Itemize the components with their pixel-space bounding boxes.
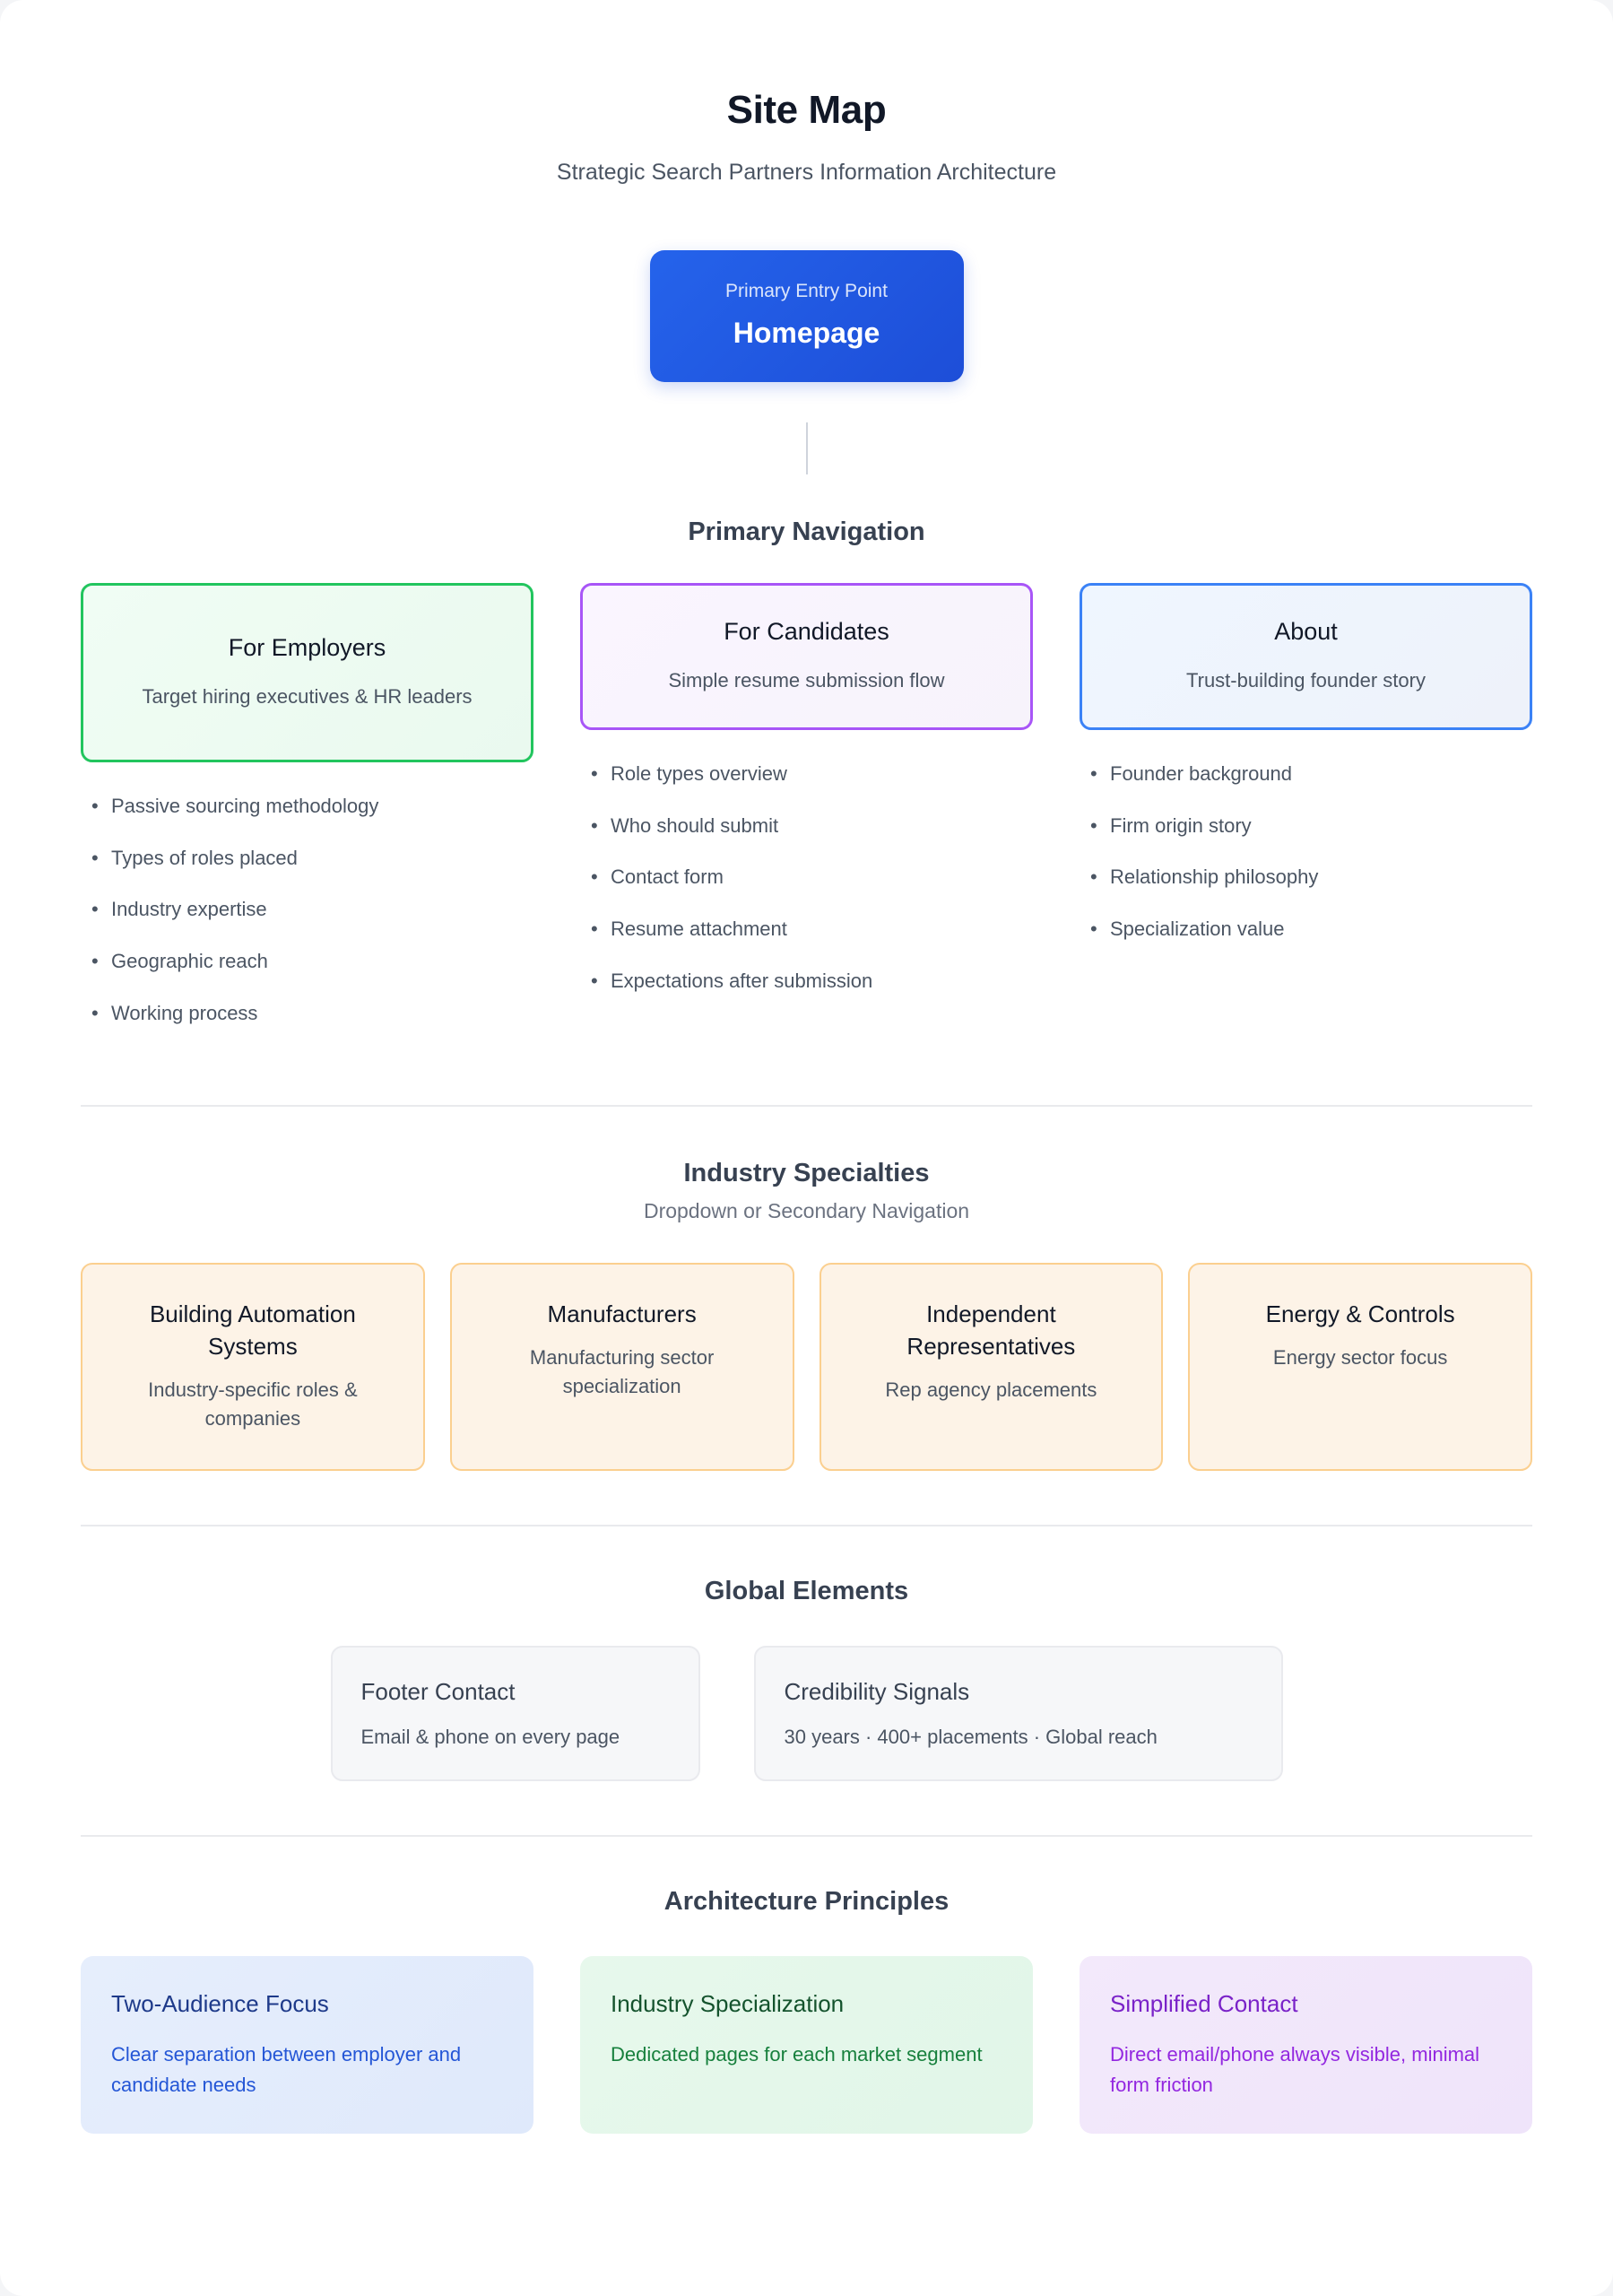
list-item[interactable]: Role types overview [591, 761, 1033, 787]
nav-card-description: Trust-building founder story [1186, 669, 1426, 691]
architecture-principles-grid: Two-Audience Focus Clear separation betw… [81, 1956, 1532, 2135]
nav-card-title: About [1274, 618, 1338, 645]
principle-title: Simplified Contact [1110, 1990, 1298, 2018]
list-item[interactable]: Geographic reach [91, 948, 533, 975]
page-subtitle: Strategic Search Partners Information Ar… [556, 160, 1057, 185]
primary-navigation-grid: For Employers Target hiring executives &… [81, 583, 1532, 1051]
page-title: Site Map [726, 88, 887, 132]
connector-wrap [81, 422, 1532, 474]
global-elements-heading: Global Elements [704, 1577, 909, 1606]
principle-description: Clear separation between employer and ca… [111, 2043, 462, 2096]
nav-list-candidates: Role types overview Who should submit Co… [580, 761, 1033, 1019]
vertical-connector-line [805, 422, 808, 474]
global-card-title: Footer Contact [360, 1678, 516, 1706]
list-item[interactable]: Types of roles placed [91, 845, 533, 872]
specialty-card-title: Manufacturers [547, 1300, 697, 1328]
nav-card-for-employers[interactable]: For Employers Target hiring executives &… [81, 583, 533, 762]
principle-description: Direct email/phone always visible, minim… [1110, 2043, 1480, 2096]
primary-navigation-heading: Primary Navigation [688, 517, 925, 546]
industry-specialties-heading: Industry Specialties [683, 1159, 930, 1188]
specialty-card-title: Building Automation Systems [149, 1300, 356, 1361]
list-item[interactable]: Firm origin story [1090, 813, 1532, 839]
specialty-card-description: Manufacturing sector specialization [529, 1346, 715, 1398]
homepage-title: Homepage [733, 317, 880, 349]
list-item[interactable]: Working process [91, 1000, 533, 1027]
global-card-credibility-signals[interactable]: Credibility Signals 30 years · 400+ plac… [753, 1646, 1283, 1782]
specialty-card-title: Independent Representatives [906, 1300, 1076, 1361]
section-divider [81, 1525, 1532, 1527]
principle-title: Two-Audience Focus [111, 1990, 329, 2018]
specialty-card-description: Energy sector focus [1272, 1346, 1448, 1370]
principle-card-two-audience-focus[interactable]: Two-Audience Focus Clear separation betw… [81, 1956, 533, 2135]
principle-title: Industry Specialization [611, 1990, 845, 2018]
nav-card-title: For Employers [228, 634, 386, 661]
architecture-principles-section: Architecture Principles Two-Audience Foc… [81, 1887, 1532, 2135]
specialty-card-independent-representatives[interactable]: Independent Representatives Rep agency p… [819, 1263, 1164, 1472]
specialty-card-description: Industry-specific roles & companies [148, 1378, 358, 1431]
nav-column-employers: For Employers Target hiring executives &… [81, 583, 533, 1051]
list-item[interactable]: Resume attachment [591, 916, 1033, 943]
industry-specialties-grid: Building Automation Systems Industry-spe… [81, 1263, 1532, 1472]
nav-column-about: About Trust-building founder story Found… [1080, 583, 1532, 968]
nav-card-title: For Candidates [724, 618, 889, 645]
list-item[interactable]: Who should submit [591, 813, 1033, 839]
nav-list-about: Founder background Firm origin story Rel… [1080, 761, 1532, 968]
nav-card-for-candidates[interactable]: For Candidates Simple resume submission … [580, 583, 1033, 730]
specialty-card-energy-and-controls[interactable]: Energy & Controls Energy sector focus [1188, 1263, 1532, 1472]
list-item[interactable]: Expectations after submission [591, 968, 1033, 995]
architecture-principles-heading: Architecture Principles [663, 1887, 950, 1917]
global-card-footer-contact[interactable]: Footer Contact Email & phone on every pa… [330, 1646, 700, 1782]
specialty-card-building-automation-systems[interactable]: Building Automation Systems Industry-spe… [81, 1263, 425, 1472]
nav-column-candidates: For Candidates Simple resume submission … [580, 583, 1033, 1019]
global-elements-section: Global Elements Footer Contact Email & p… [81, 1577, 1532, 1782]
list-item[interactable]: Founder background [1090, 761, 1532, 787]
principle-card-industry-specialization[interactable]: Industry Specialization Dedicated pages … [580, 1956, 1033, 2135]
global-card-description: 30 years · 400+ placements · Global reac… [784, 1726, 1158, 1749]
specialty-card-description: Rep agency placements [885, 1378, 1097, 1402]
industry-specialties-section: Industry Specialties Dropdown or Seconda… [81, 1159, 1532, 1472]
principle-description: Dedicated pages for each market segment [611, 2043, 983, 2066]
list-item[interactable]: Passive sourcing methodology [91, 793, 533, 820]
list-item[interactable]: Industry expertise [91, 896, 533, 923]
nav-card-description: Target hiring executives & HR leaders [142, 685, 473, 708]
global-elements-row: Footer Contact Email & phone on every pa… [81, 1646, 1532, 1782]
industry-specialties-subheading: Dropdown or Secondary Navigation [643, 1199, 970, 1223]
list-item[interactable]: Contact form [591, 864, 1033, 891]
list-item[interactable]: Relationship philosophy [1090, 864, 1532, 891]
nav-card-description: Simple resume submission flow [668, 669, 945, 691]
specialty-card-manufacturers[interactable]: Manufacturers Manufacturing sector speci… [449, 1263, 794, 1472]
list-item[interactable]: Specialization value [1090, 916, 1532, 943]
nav-card-about[interactable]: About Trust-building founder story [1080, 583, 1532, 730]
principle-card-simplified-contact[interactable]: Simplified Contact Direct email/phone al… [1080, 1956, 1532, 2135]
global-card-description: Email & phone on every page [360, 1726, 620, 1749]
section-divider [81, 1105, 1532, 1108]
root-node-wrap: Primary Entry Point Homepage [81, 250, 1532, 382]
homepage-node[interactable]: Primary Entry Point Homepage [649, 250, 964, 382]
section-divider [81, 1835, 1532, 1838]
homepage-kicker: Primary Entry Point [725, 281, 888, 301]
specialty-card-title: Energy & Controls [1265, 1300, 1455, 1328]
global-card-title: Credibility Signals [784, 1678, 970, 1706]
nav-list-employers: Passive sourcing methodology Types of ro… [81, 793, 533, 1051]
